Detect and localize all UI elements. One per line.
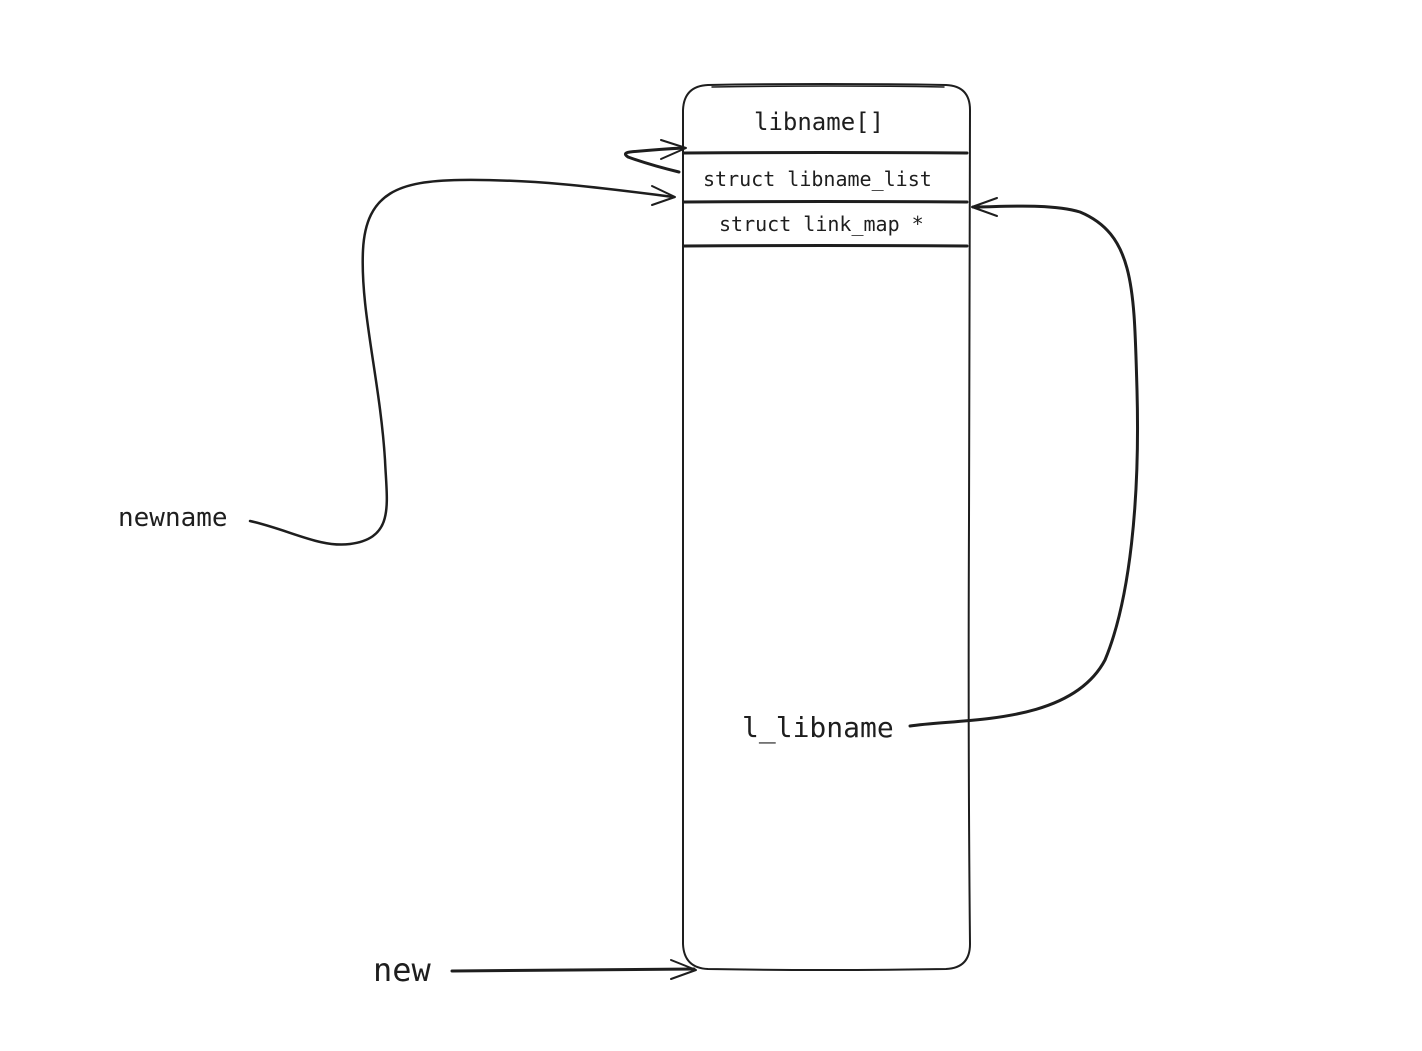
row-divider-1 (682, 151, 969, 155)
l-libname-arrow (908, 197, 1140, 728)
newname-arrow (248, 178, 676, 546)
row-divider-3 (682, 244, 969, 248)
struct-box (682, 83, 971, 971)
struct-box-title: libname[] (754, 108, 885, 136)
self-loop-arrow (623, 139, 687, 174)
l-libname-label: l_libname (742, 711, 894, 744)
new-label: new (373, 951, 431, 989)
row-divider-2 (682, 200, 969, 204)
newname-label: newname (118, 503, 228, 533)
new-arrow (450, 959, 697, 980)
field-link-map-pointer: struct link_map * (719, 212, 924, 236)
field-libname-list: struct libname_list (703, 167, 932, 191)
